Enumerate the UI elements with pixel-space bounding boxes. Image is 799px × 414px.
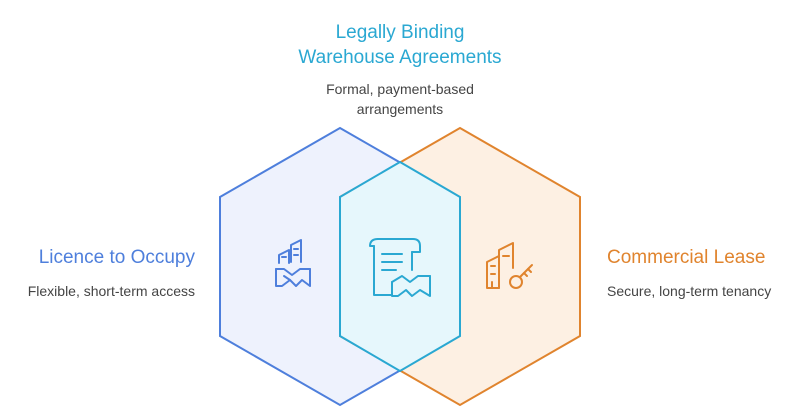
agreements-intersection bbox=[339, 160, 461, 373]
document-handshake-icon bbox=[369, 238, 431, 297]
lease-description: Secure, long-term tenancy bbox=[607, 283, 772, 299]
agreements-description: Formal, payment-based arrangements bbox=[270, 79, 530, 119]
agreements-title-line1: Legally Binding bbox=[335, 22, 465, 43]
building-handshake-icon bbox=[275, 239, 311, 287]
licence-title: Licence to Occupy bbox=[38, 247, 195, 268]
licence-description: Flexible, short-term access bbox=[27, 283, 195, 299]
agreements-desc-line1: Formal, payment-based bbox=[326, 81, 474, 97]
agreements-desc-line2: arrangements bbox=[356, 101, 444, 117]
agreements-title-line2: Warehouse Agreements bbox=[298, 47, 502, 68]
lease-title: Commercial Lease bbox=[607, 247, 766, 268]
building-key-icon bbox=[486, 242, 533, 289]
agreements-title: Legally Binding Warehouse Agreements bbox=[250, 20, 550, 70]
